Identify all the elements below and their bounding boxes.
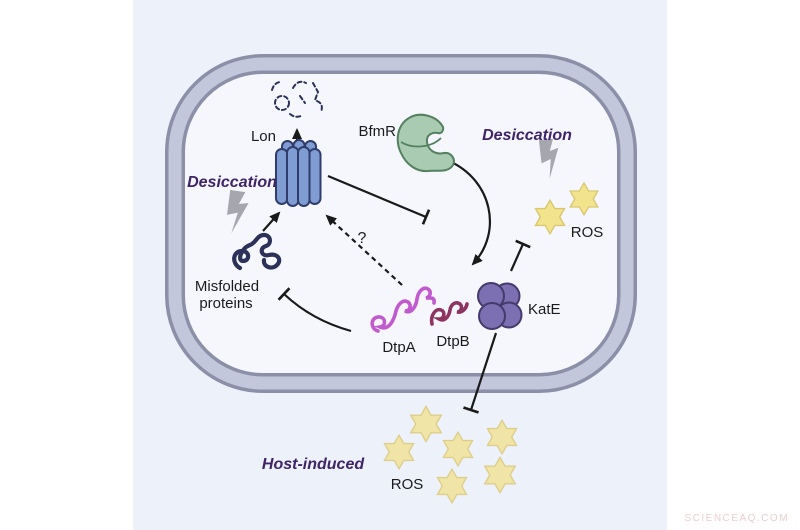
- bfmr-label: BfmR: [359, 123, 397, 140]
- kate-label: KatE: [528, 301, 561, 318]
- misfolded-protein-icon: [232, 232, 282, 271]
- bfmr-protein-icon: [396, 113, 455, 173]
- dtpb-peptide-icon: [429, 301, 469, 326]
- degraded-peptides-icon: [271, 80, 323, 118]
- dashed-arrow-dtpa-to-lon: [325, 214, 403, 286]
- dtpa-label: DtpA: [382, 339, 415, 356]
- dtpb-label: DtpB: [436, 333, 469, 350]
- desiccation-label-right: Desiccation: [482, 127, 572, 144]
- inhibition-lon-to-bfmr-kate-pathway: [327, 174, 431, 225]
- arrow-misfolded-to-lon: [262, 211, 281, 232]
- lon-protease-icon: [275, 139, 322, 207]
- inhibition-kate-to-ros: [509, 239, 531, 272]
- desiccation-label-left: Desiccation: [187, 174, 277, 191]
- ros-desiccation-label: ROS: [571, 224, 604, 241]
- dtpa-peptide-icon: [370, 286, 436, 333]
- misfolded-proteins-label-line1: Misfolded: [195, 278, 259, 295]
- misfolded-proteins-label-line2: proteins: [199, 295, 252, 312]
- question-mark-label: ?: [358, 230, 367, 247]
- kate-protein-icon: [477, 282, 523, 330]
- host-induced-label: Host-induced: [262, 456, 365, 473]
- cell-membrane-band: [168, 57, 634, 390]
- inhibition-kate-to-host-ros: [462, 332, 498, 414]
- arrow-bfmr-to-kate: [448, 159, 492, 266]
- inhibition-dtp-to-misfolded: [277, 287, 352, 333]
- ros-host-label: ROS: [391, 476, 424, 493]
- watermark: SCIENCEAQ.COM: [684, 513, 789, 524]
- lon-label: Lon: [251, 128, 276, 145]
